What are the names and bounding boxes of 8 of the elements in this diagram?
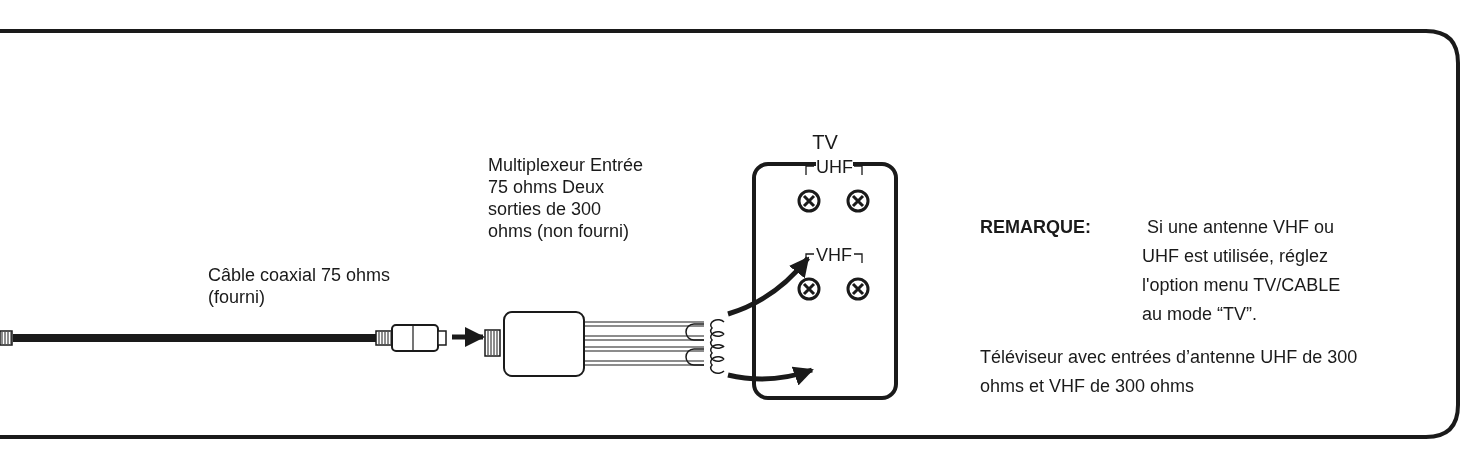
node-label: Câble coaxial 75 ohms (fourni) [208,264,392,308]
node-label: Multiplexeur Entrée 75 ohms Deux sorties de 300 ohms (non fourni) [488,154,645,242]
arrow [452,327,485,347]
panel-title: TV [811,130,839,154]
description-text: Téléviseur avec entrées d’antenne UHF de 300 ohms et VHF de 300 ohms [980,346,1359,398]
arrow [727,256,810,317]
arrow [727,366,814,386]
note-text: REMARQUE: Si une antenne VHF ou UHF est utilisée, réglez l'option menu TV/CABLE au mode “TV”. [980,216,1342,326]
